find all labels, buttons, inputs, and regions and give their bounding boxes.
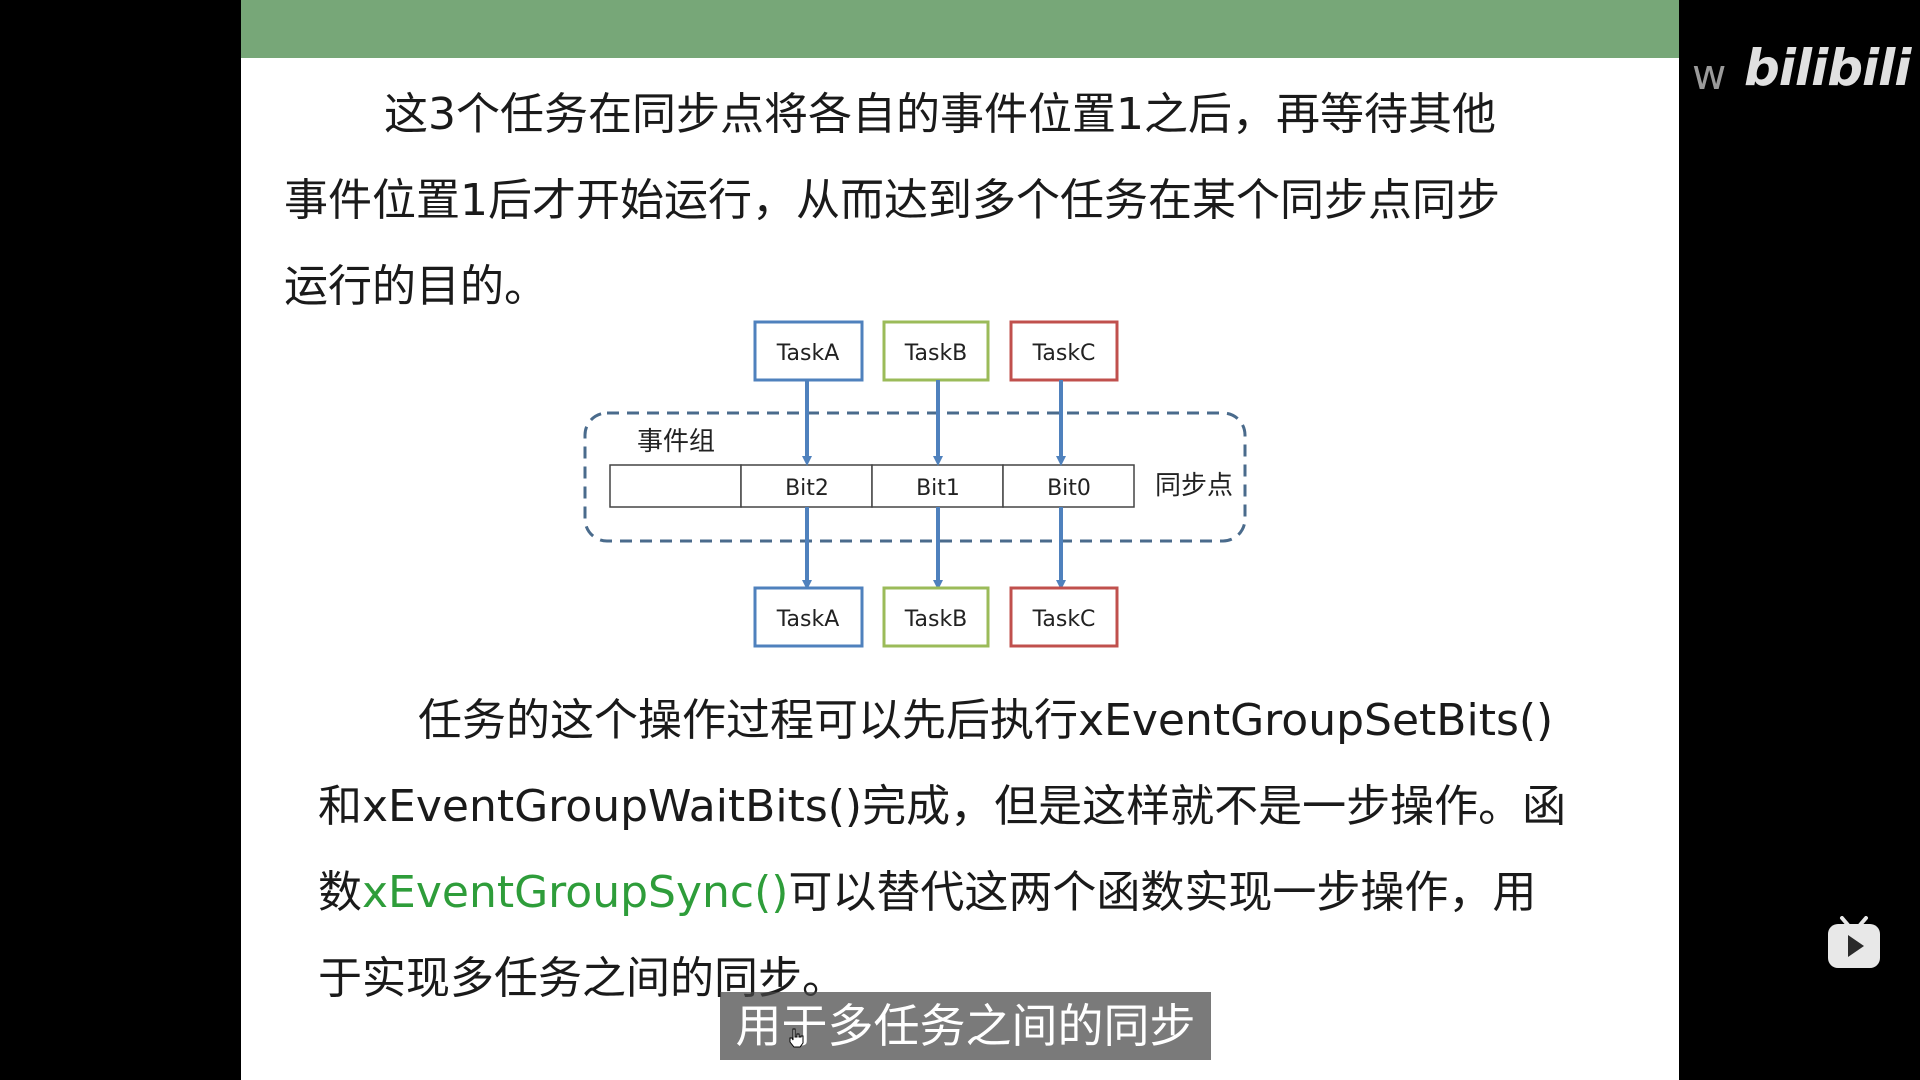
paragraph1-line3: 运行的目的。 [284,261,548,312]
paragraph2-line3-suffix: 可以替代这两个函数实现一步操作，用 [788,867,1537,918]
top-taskC-label: TaskC [1032,341,1096,366]
bit-cell-bit0 [1002,464,1135,508]
video-subtitle: 用于多任务之间的同步 [720,992,1211,1060]
event-group-sync-diagram: 事件组 Bit2 Bit1 Bit0 同步点 TaskA TaskB TaskC [583,320,1247,648]
bottom-taskB-box [882,586,990,648]
bit-cell-bit2 [740,464,873,508]
slide-header-bar [241,0,1679,58]
paragraph2-line3-prefix: 数 [318,867,362,918]
bit2-label: Bit2 [785,476,829,501]
paragraph2-line2: 和xEventGroupWaitBits()完成，但是这样就不是一步操作。函 [318,781,1567,832]
paragraph2-line1: 任务的这个操作过程可以先后执行xEventGroupSetBits() [418,695,1554,746]
bottom-taskC-box [1009,586,1119,648]
bottom-taskA-label: TaskA [776,607,840,632]
event-group-dashed-box [583,411,1247,543]
play-icon[interactable] [1826,916,1882,970]
top-taskB-label: TaskB [904,341,968,366]
paragraph2-line3: 数xEventGroupSync()可以替代这两个函数实现一步操作，用 [318,850,1536,936]
event-group-label: 事件组 [637,427,715,457]
top-taskC-box [1009,320,1119,382]
top-taskA-box [753,320,864,382]
xeventgroupsync-function-name: xEventGroupSync() [362,867,789,918]
top-task-boxes: TaskA TaskB TaskC [753,320,1119,382]
top-taskB-box [882,320,990,382]
paragraph1-line2: 事件位置1后才开始运行，从而达到多个任务在某个同步点同步 [284,175,1500,226]
bit0-label: Bit0 [1047,476,1091,501]
top-taskA-label: TaskA [776,341,840,366]
hand-cursor-icon [789,1028,804,1048]
sync-point-label: 同步点 [1155,471,1233,501]
bottom-taskB-label: TaskB [904,607,968,632]
paragraph1-line1: 这3个任务在同步点将各自的事件位置1之后，再等待其他 [384,89,1496,140]
bit1-label: Bit1 [916,476,960,501]
bit-cell-empty [609,464,742,508]
bottom-task-boxes: TaskA TaskB TaskC [753,586,1119,648]
bottom-taskC-label: TaskC [1032,607,1096,632]
bits-row: Bit2 Bit1 Bit0 [609,464,1135,508]
bit-cell-bit1 [871,464,1004,508]
presentation-slide: 这3个任务在同步点将各自的事件位置1之后，再等待其他 事件位置1后才开始运行，从… [241,0,1679,1080]
bilibili-watermark-logo: bilibili [1744,39,1911,97]
watermark-prefix: w [1692,50,1727,99]
bottom-taskA-box [753,586,864,648]
